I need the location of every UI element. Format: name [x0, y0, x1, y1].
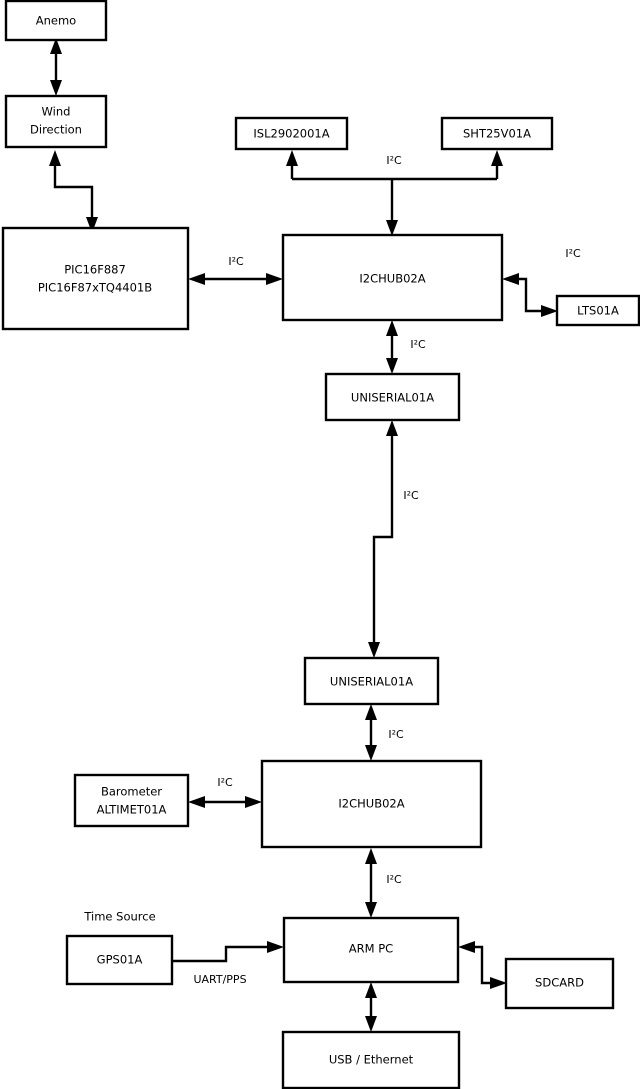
arrowhead-right	[541, 305, 558, 317]
block-sht25v01a-label: SHT25V01A	[463, 127, 531, 141]
block-arm-pc[interactable]: ARM PC	[282, 916, 460, 984]
arrowhead-down	[368, 642, 380, 658]
arrowhead-up	[386, 320, 398, 336]
edge-label-pic-hub: I²C	[228, 255, 244, 268]
block-sdcard[interactable]: SDCARD	[504, 957, 615, 1010]
arrowhead-down	[50, 80, 62, 96]
connector-pic-hub	[188, 273, 283, 285]
arrowhead-up	[365, 848, 377, 864]
label-time-source: Time Source	[83, 910, 155, 924]
connector-armpc-sdcard	[458, 941, 507, 989]
connector-uniserial-hub-bottom	[365, 704, 377, 761]
connector-pic-wind	[49, 150, 98, 233]
connector-anemo-wind	[50, 38, 62, 96]
connector-armpc-usb	[365, 982, 377, 1032]
arrowhead-right	[245, 796, 262, 808]
block-usb-ethernet[interactable]: USB / Ethernet	[281, 1030, 461, 1089]
edge-label-hubbot-armpc: I²C	[386, 873, 402, 886]
block-gps01a[interactable]: GPS01A	[65, 934, 174, 986]
block-uniserial01a-bottom-label: UNISERIAL01A	[330, 675, 413, 689]
connector-uniserial-link	[368, 420, 398, 658]
edge-label-uniserial-hubbot: I²C	[388, 728, 404, 741]
block-wind-direction[interactable]: Wind Direction	[4, 94, 108, 149]
arrowhead-down	[386, 220, 398, 236]
block-anemo-label: Anemo	[36, 14, 76, 28]
block-pic-mcu[interactable]: PIC16F887 PIC16F87xTQ4401B	[1, 226, 190, 331]
block-uniserial01a-bottom[interactable]: UNISERIAL01A	[303, 656, 440, 706]
arrowhead-down	[365, 745, 377, 761]
arrowhead-up	[50, 38, 62, 54]
arrowhead-down	[365, 902, 377, 918]
block-pic-mcu-label-line2: PIC16F87xTQ4401B	[38, 281, 152, 295]
block-i2chub02a-bottom[interactable]: I2CHUB02A	[260, 759, 483, 849]
arrowhead-up-sht	[491, 150, 503, 166]
arrowhead-up	[365, 704, 377, 720]
block-uniserial01a-top-label: UNISERIAL01A	[351, 391, 434, 405]
block-sdcard-label: SDCARD	[535, 976, 584, 990]
arrowhead-up-isl	[286, 150, 298, 166]
connector-gps-armpc	[172, 941, 284, 963]
connector-barometer-hub	[188, 796, 262, 808]
connector-hub-armpc	[365, 848, 377, 918]
arrowhead-down	[365, 1016, 377, 1032]
arrowhead-right	[266, 273, 283, 285]
connector-hub-sensors	[286, 150, 503, 236]
arrowhead-up	[386, 420, 398, 436]
arrowhead-right	[267, 941, 284, 953]
block-i2chub02a-top-label: I2CHUB02A	[359, 272, 425, 286]
edge-label-hub-sensors: I²C	[386, 154, 402, 167]
arrowhead-up	[49, 150, 61, 166]
arrowhead-left	[502, 273, 519, 285]
connector-hub-uniserial-top	[386, 320, 398, 374]
block-anemo[interactable]: Anemo	[4, 0, 108, 42]
block-sht25v01a[interactable]: SHT25V01A	[440, 116, 554, 151]
connector-hub-lts	[502, 273, 558, 317]
arrowhead-right	[490, 977, 507, 989]
block-gps01a-label: GPS01A	[97, 953, 143, 967]
arrowhead-down	[86, 217, 98, 233]
block-uniserial01a-top[interactable]: UNISERIAL01A	[324, 372, 461, 422]
block-lts01a[interactable]: LTS01A	[555, 294, 640, 327]
edge-label-hub-lts: I²C	[565, 247, 581, 260]
block-arm-pc-label: ARM PC	[349, 942, 393, 956]
block-wind-direction-label-line2: Direction	[30, 123, 82, 137]
block-pic-mcu-label-line1: PIC16F887	[64, 263, 126, 277]
edge-label-gps-armpc: UART/PPS	[193, 973, 246, 986]
arrowhead-left	[458, 941, 475, 953]
edge-label-baro-hubbot: I²C	[217, 776, 233, 789]
edge-label-hub-uniserial: I²C	[410, 338, 426, 351]
block-i2chub02a-bottom-label: I2CHUB02A	[338, 797, 404, 811]
block-isl2902001a[interactable]: ISL2902001A	[234, 116, 349, 151]
edge-label-uniserial-link: I²C	[403, 489, 419, 502]
block-lts01a-label: LTS01A	[577, 304, 619, 318]
block-barometer-label-line1: Barometer	[101, 785, 162, 799]
block-i2chub02a-top[interactable]: I2CHUB02A	[281, 233, 504, 322]
block-isl2902001a-label: ISL2902001A	[253, 127, 329, 141]
arrowhead-down	[386, 358, 398, 374]
block-usb-ethernet-label: USB / Ethernet	[329, 1053, 414, 1067]
block-barometer[interactable]: Barometer ALTIMET01A	[73, 773, 190, 828]
block-barometer-label-line2: ALTIMET01A	[97, 803, 167, 817]
arrowhead-up	[365, 982, 377, 998]
arrowhead-left	[188, 796, 205, 808]
block-wind-direction-label-line1: Wind	[42, 105, 71, 119]
arrowhead-left	[188, 273, 205, 285]
